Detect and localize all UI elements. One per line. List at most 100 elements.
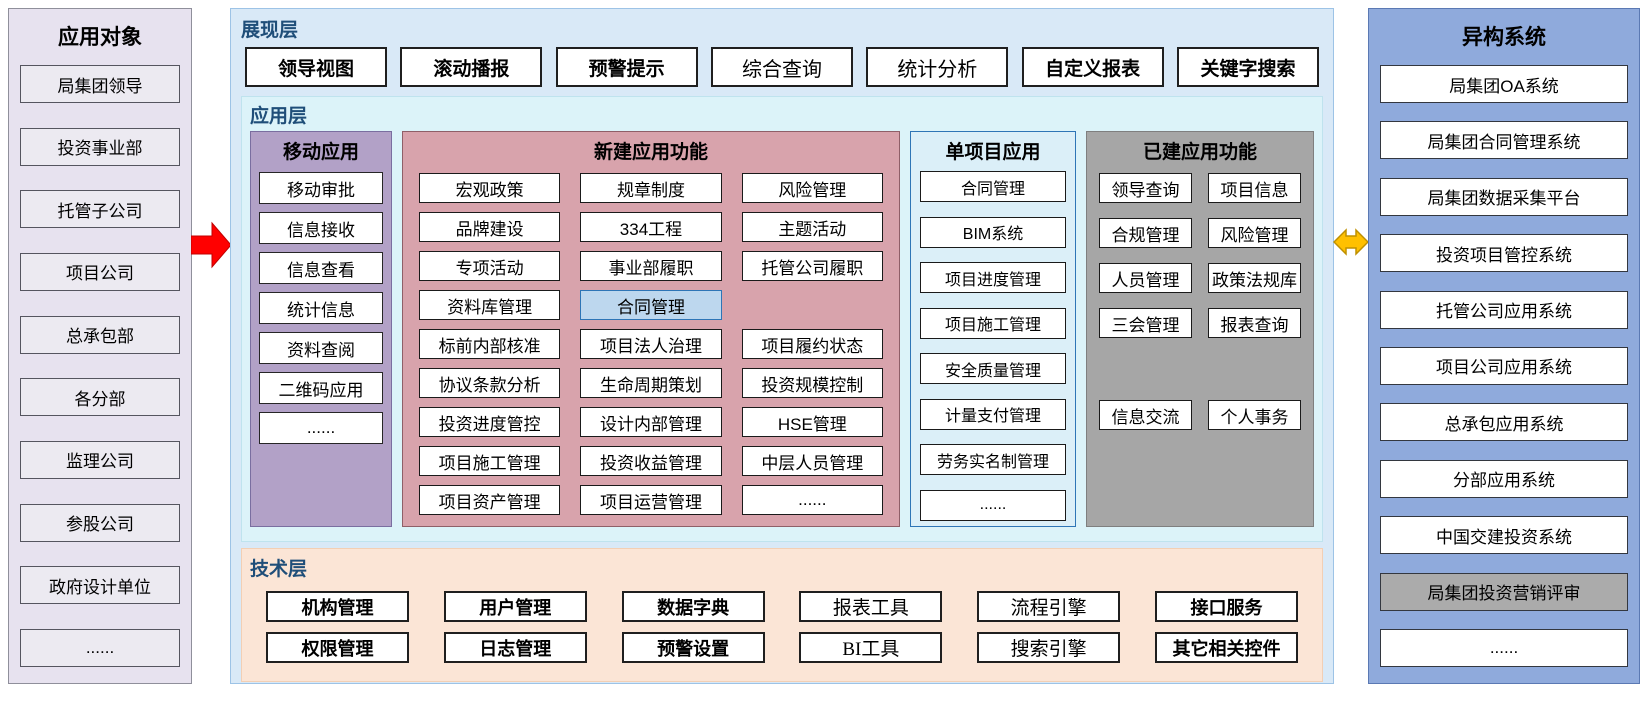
- built-function-box: 信息交流: [1099, 400, 1192, 430]
- mobile-app-item: 信息接收: [259, 212, 383, 244]
- presentation-button: 自定义报表: [1021, 47, 1164, 87]
- application-object-item: 投资事业部: [20, 127, 180, 166]
- technology-button: BI工具: [799, 632, 943, 663]
- single-project-item: 劳务实名制管理: [920, 444, 1066, 476]
- technology-button: 权限管理: [266, 632, 409, 663]
- new-function-box: 生命周期策划: [580, 368, 722, 398]
- single-project-item: ......: [920, 489, 1066, 521]
- mobile-apps-list: 移动审批 信息接收 信息查看 统计信息 资料查阅 二维码应用 ......: [259, 172, 383, 444]
- heterogeneous-system-item: 中国交建投资系统: [1380, 516, 1628, 555]
- application-object-item: 监理公司: [20, 440, 180, 479]
- mobile-app-item: 统计信息: [259, 292, 383, 324]
- new-functions-grid: 宏观政策 规章制度 风险管理 品牌建设 334工程 主题活动 专项活动 事业部履…: [419, 173, 883, 515]
- built-function-box: 人员管理: [1099, 263, 1192, 293]
- application-object-item: 项目公司: [20, 252, 180, 291]
- presentation-layer: 展现层 领导视图 滚动播报 预警提示 综合查询 统计分析 自定义报表 关键字搜索: [241, 15, 1323, 87]
- new-function-box: 项目履约状态: [741, 329, 883, 359]
- built-function-box: 领导查询: [1099, 173, 1192, 203]
- heterogeneous-system-item: 局集团数据采集平台: [1380, 177, 1628, 216]
- built-functions-grid: 领导查询 项目信息 合规管理 风险管理 人员管理 政策法规库 三会管理 报表查询…: [1099, 173, 1301, 430]
- new-function-box: 投资规模控制: [741, 368, 883, 398]
- heterogeneous-system-item: 托管公司应用系统: [1380, 290, 1628, 329]
- heterogeneous-systems-title: 异构系统: [1462, 26, 1546, 49]
- technology-layer: 技术层 机构管理 用户管理 数据字典 报表工具 流程引擎 接口服务 权限管理 日…: [241, 548, 1323, 682]
- red-right-arrow-icon: [191, 221, 231, 269]
- new-function-box: 主题活动: [741, 212, 883, 242]
- new-function-box: 事业部履职: [580, 251, 722, 281]
- heterogeneous-systems-panel: 异构系统 局集团OA系统 局集团合同管理系统 局集团数据采集平台 投资项目管控系…: [1368, 8, 1640, 684]
- technology-button: 报表工具: [799, 591, 943, 622]
- new-function-box: 334工程: [580, 212, 722, 242]
- application-objects-title: 应用对象: [58, 26, 142, 49]
- presentation-button: 领导视图: [245, 47, 387, 87]
- new-function-box: HSE管理: [741, 407, 883, 437]
- built-function-box: 项目信息: [1208, 173, 1301, 203]
- new-function-box: 规章制度: [580, 173, 722, 203]
- application-object-item: ......: [20, 628, 180, 667]
- built-function-box: 合规管理: [1099, 218, 1192, 248]
- mobile-apps-panel: 移动应用 移动审批 信息接收 信息查看 统计信息 资料查阅 二维码应用 ....…: [250, 131, 392, 527]
- presentation-button: 预警提示: [555, 47, 698, 87]
- heterogeneous-system-item-gray: 局集团投资营销评审: [1380, 572, 1628, 611]
- presentation-button-row: 领导视图 滚动播报 预警提示 综合查询 统计分析 自定义报表 关键字搜索: [245, 47, 1319, 87]
- presentation-layer-title: 展现层: [241, 20, 299, 41]
- new-function-box: 托管公司履职: [741, 251, 883, 281]
- new-function-box: 资料库管理: [419, 290, 561, 320]
- technology-button: 数据字典: [621, 591, 765, 622]
- presentation-button: 关键字搜索: [1176, 47, 1319, 87]
- new-function-box: 专项活动: [419, 251, 561, 281]
- presentation-button: 统计分析: [866, 47, 1009, 87]
- new-function-box: 协议条款分析: [419, 368, 561, 398]
- heterogeneous-system-item: ......: [1380, 628, 1628, 667]
- application-object-item: 参股公司: [20, 503, 180, 542]
- technology-button: 用户管理: [443, 591, 587, 622]
- application-objects-panel: 应用对象 局集团领导 投资事业部 托管子公司 项目公司 总承包部 各分部 监理公…: [8, 8, 192, 684]
- heterogeneous-system-item: 局集团合同管理系统: [1380, 121, 1628, 160]
- new-function-box: 设计内部管理: [580, 407, 722, 437]
- built-function-box: 政策法规库: [1208, 263, 1301, 293]
- new-function-box: 投资进度管控: [419, 407, 561, 437]
- new-function-box: 中层人员管理: [741, 446, 883, 476]
- built-function-box: 个人事务: [1208, 400, 1301, 430]
- new-function-box: 项目法人治理: [580, 329, 722, 359]
- technology-button: 日志管理: [443, 632, 587, 663]
- built-functions-panel: 已建应用功能 领导查询 项目信息 合规管理 风险管理 人员管理 政策法规库 三会…: [1086, 131, 1314, 527]
- heterogeneous-system-item: 项目公司应用系统: [1380, 346, 1628, 385]
- new-function-box: 风险管理: [741, 173, 883, 203]
- application-layer: 应用层 移动应用 移动审批 信息接收 信息查看 统计信息 资料查阅 二维码应用 …: [241, 96, 1323, 542]
- heterogeneous-system-item: 总承包应用系统: [1380, 403, 1628, 442]
- new-function-box: 项目运营管理: [580, 485, 722, 515]
- new-function-box: 品牌建设: [419, 212, 561, 242]
- presentation-button: 滚动播报: [400, 47, 543, 87]
- mobile-app-item: 资料查阅: [259, 332, 383, 364]
- application-object-item: 局集团领导: [20, 65, 180, 103]
- application-object-item: 托管子公司: [20, 190, 180, 229]
- mobile-app-item: ......: [259, 412, 383, 444]
- technology-button: 其它相关控件: [1154, 632, 1298, 663]
- single-project-item: 合同管理: [920, 171, 1066, 202]
- built-function-box: 三会管理: [1099, 308, 1192, 338]
- technology-button: 机构管理: [266, 591, 409, 622]
- new-function-box: 投资收益管理: [580, 446, 722, 476]
- application-object-item: 各分部: [20, 378, 180, 417]
- new-function-box: 宏观政策: [419, 173, 561, 203]
- built-function-box: 报表查询: [1208, 308, 1301, 338]
- application-object-item: 总承包部: [20, 315, 180, 354]
- heterogeneous-systems-list: 局集团OA系统 局集团合同管理系统 局集团数据采集平台 投资项目管控系统 托管公…: [1380, 65, 1628, 667]
- mobile-app-item: 二维码应用: [259, 372, 383, 404]
- orange-double-arrow-icon: [1333, 228, 1369, 256]
- platform-panel: 展现层 领导视图 滚动播报 预警提示 综合查询 统计分析 自定义报表 关键字搜索…: [230, 8, 1334, 684]
- built-function-box: 风险管理: [1208, 218, 1301, 248]
- new-functions-title: 新建应用功能: [593, 142, 708, 163]
- single-project-item: 计量支付管理: [920, 398, 1066, 430]
- built-functions-title: 已建应用功能: [1142, 142, 1257, 163]
- single-project-list: 合同管理 BIM系统 项目进度管理 项目施工管理 安全质量管理 计量支付管理 劳…: [920, 171, 1066, 521]
- spacer: [1099, 353, 1301, 385]
- single-project-title: 单项目应用: [945, 142, 1041, 163]
- technology-button: 流程引擎: [977, 591, 1121, 622]
- new-functions-panel: 新建应用功能 宏观政策 规章制度 风险管理 品牌建设 334工程 主题活动 专项…: [402, 131, 900, 527]
- technology-row-1: 机构管理 用户管理 数据字典 报表工具 流程引擎 接口服务: [266, 591, 1298, 622]
- technology-button: 搜索引擎: [977, 632, 1121, 663]
- heterogeneous-system-item: 投资项目管控系统: [1380, 234, 1628, 273]
- single-project-item: 项目施工管理: [920, 307, 1066, 339]
